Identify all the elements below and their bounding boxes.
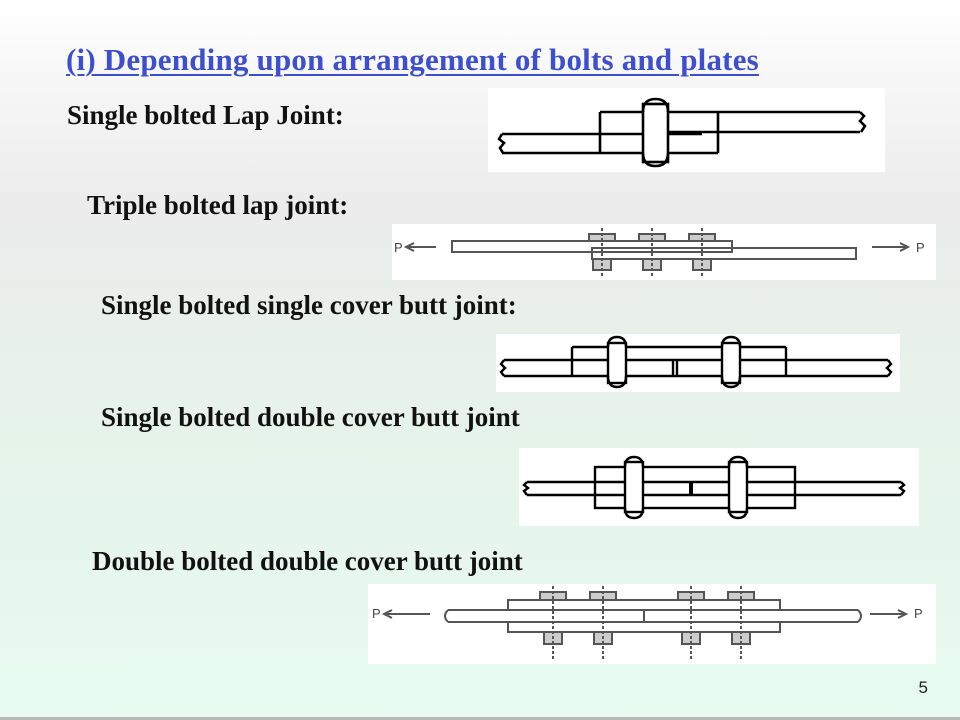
label-single-bolted-double-cover-butt-joint: Single bolted double cover butt joint bbox=[101, 402, 520, 432]
figure-single-bolted-lap-joint bbox=[488, 88, 885, 172]
label-double-bolted-double-cover-butt-joint: Double bolted double cover butt joint bbox=[92, 546, 523, 576]
figure-single-bolted-double-cover-butt-joint bbox=[519, 448, 919, 526]
load-label-left: P bbox=[372, 606, 381, 621]
load-label-right: P bbox=[914, 606, 923, 621]
label-single-bolted-lap-joint: Single bolted Lap Joint: bbox=[67, 100, 344, 130]
page-number: 5 bbox=[918, 678, 928, 697]
load-label-right: P bbox=[916, 240, 925, 255]
figure-single-bolted-single-cover-butt-joint bbox=[496, 334, 900, 392]
bottom-divider bbox=[0, 717, 960, 720]
figure-triple-bolted-lap-joint: P P bbox=[392, 224, 936, 280]
load-label-left: P bbox=[394, 240, 403, 255]
label-triple-bolted-lap-joint: Triple bolted lap joint: bbox=[87, 190, 349, 220]
slide-heading: (i) Depending upon arrangement of bolts … bbox=[66, 42, 759, 77]
figure-double-bolted-double-cover-butt-joint: P P bbox=[368, 584, 936, 664]
label-single-bolted-single-cover-butt-joint: Single bolted single cover butt joint: bbox=[101, 290, 517, 320]
